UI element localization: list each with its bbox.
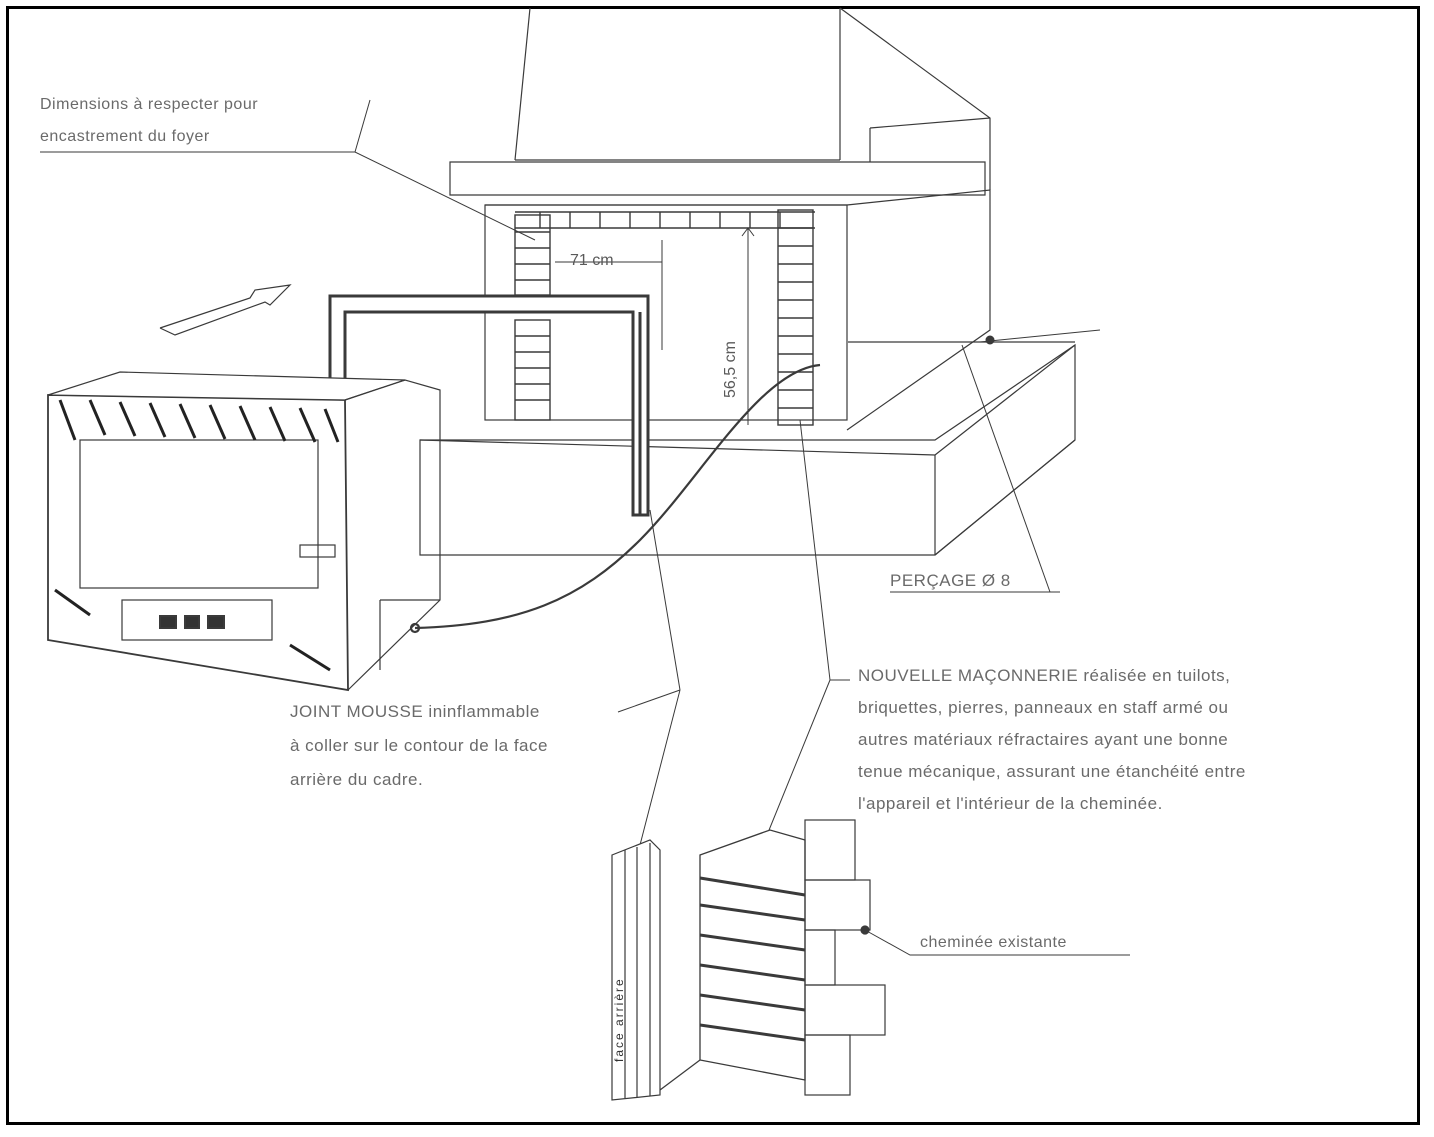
leader-lines <box>40 99 1130 956</box>
stove-controls <box>159 615 225 629</box>
width-dimension-label: 71 cm <box>570 252 614 269</box>
masonry-line1: NOUVELLE MAÇONNERIE réalisée en tuilots, <box>858 666 1231 685</box>
masonry-line3: autres matériaux réfractaires ayant une … <box>858 730 1229 749</box>
foam-joint-line2: à coller sur le contour de la face <box>290 736 548 755</box>
dimension-lines <box>555 227 755 425</box>
new-masonry-block <box>659 829 806 1091</box>
foam-joint-line3: arrière du cadre. <box>290 770 424 789</box>
rear-face-label: face arrière <box>612 977 626 1062</box>
push-direction-arrow <box>159 284 292 336</box>
foam-joint-line1: JOINT MOUSSE ininflammable <box>290 702 540 721</box>
dimensions-note-line1: Dimensions à respecter pour <box>40 96 259 113</box>
masonry-line2: briquettes, pierres, panneaux en staff a… <box>858 698 1229 717</box>
power-cable <box>409 363 821 634</box>
lintel-bricks <box>515 211 815 229</box>
height-dimension-label: 56,5 cm <box>722 341 739 398</box>
mantel-shelf <box>449 117 991 196</box>
drilling-leader <box>890 329 1101 593</box>
existing-chimney-label: cheminée existante <box>920 934 1067 951</box>
stove-vents <box>54 399 340 672</box>
existing-chimney-stones <box>804 819 886 1096</box>
masonry-line5: l'appareil et l'intérieur de la cheminée… <box>858 794 1163 813</box>
rear-face-strip <box>611 839 661 1101</box>
stove-body <box>47 371 441 692</box>
masonry-line4: tenue mécanique, assurant une étanchéité… <box>858 762 1246 781</box>
right-brick-pillar <box>777 209 814 426</box>
drilling-label: PERÇAGE Ø 8 <box>890 571 1011 590</box>
hearth-slab <box>419 341 1076 556</box>
dimensions-note-line2: encastrement du foyer <box>40 128 210 145</box>
